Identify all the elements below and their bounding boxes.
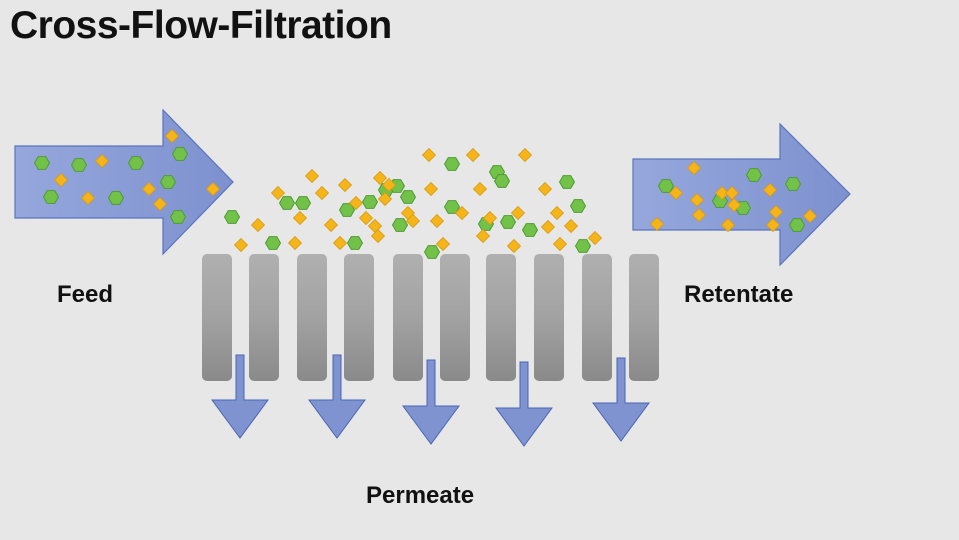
permeate-arrows — [211, 354, 650, 447]
feed-arrow — [14, 108, 234, 256]
slide-title: Cross-Flow-Filtration — [10, 4, 392, 47]
large-particle — [295, 196, 311, 210]
large-particle — [265, 236, 281, 250]
concentration-layer-particles — [224, 148, 602, 259]
small-particle — [466, 148, 480, 162]
large-particle — [224, 210, 240, 224]
membrane-segment — [534, 254, 564, 381]
large-particle — [559, 175, 575, 189]
small-particle — [476, 229, 490, 243]
large-particle — [160, 175, 176, 189]
large-particle — [785, 177, 801, 191]
permeate-arrow — [402, 359, 460, 445]
small-particle — [564, 219, 578, 233]
small-particle — [324, 218, 338, 232]
small-particle — [538, 182, 552, 196]
small-particle — [359, 211, 373, 225]
large-particle — [108, 191, 124, 205]
permeate-arrow — [308, 354, 366, 439]
large-particle — [34, 156, 50, 170]
small-particle — [550, 206, 564, 220]
small-particle — [436, 237, 450, 251]
feed-label: Feed — [57, 281, 114, 308]
permeate-arrow — [592, 357, 650, 442]
large-particle — [570, 199, 586, 213]
small-particle — [553, 237, 567, 251]
large-particle — [128, 156, 144, 170]
permeate-arrow — [495, 361, 553, 447]
large-particle — [658, 179, 674, 193]
small-particle — [588, 231, 602, 245]
large-particle — [71, 158, 87, 172]
membrane-segment — [344, 254, 374, 381]
membrane-segment — [582, 254, 612, 381]
retentate-label: Retentate — [684, 281, 794, 308]
large-particle — [362, 195, 378, 209]
small-particle — [305, 169, 319, 183]
small-particle — [315, 186, 329, 200]
large-particle — [43, 190, 59, 204]
membrane-segment — [486, 254, 516, 381]
large-particle — [522, 223, 538, 237]
large-particle — [392, 218, 408, 232]
large-particle — [400, 190, 416, 204]
small-particle — [333, 236, 347, 250]
retentate-arrow — [632, 122, 851, 267]
large-particle — [347, 236, 363, 250]
large-particle — [170, 210, 186, 224]
large-particle — [279, 196, 295, 210]
small-particle — [293, 211, 307, 225]
small-particle — [234, 238, 248, 252]
membrane-segment — [629, 254, 659, 381]
membrane-segment — [202, 254, 232, 381]
large-particle — [575, 239, 591, 253]
large-particle — [789, 218, 805, 232]
small-particle — [473, 182, 487, 196]
membrane-segment — [393, 254, 423, 381]
permeate-label: Permeate — [366, 482, 475, 509]
large-particle — [494, 174, 510, 188]
small-particle — [518, 148, 532, 162]
membrane-segment — [249, 254, 279, 381]
small-particle — [424, 182, 438, 196]
large-particle — [444, 157, 460, 171]
membrane-segment — [297, 254, 327, 381]
small-particle — [338, 178, 352, 192]
large-particle — [746, 168, 762, 182]
small-particle — [507, 239, 521, 253]
small-particle — [430, 214, 444, 228]
large-particle — [172, 147, 188, 161]
large-particle — [500, 215, 516, 229]
membrane — [202, 254, 659, 381]
small-particle — [422, 148, 436, 162]
membrane-segment — [440, 254, 470, 381]
large-particle — [424, 245, 440, 259]
permeate-arrow — [211, 354, 269, 439]
small-particle — [541, 220, 555, 234]
small-particle — [251, 218, 265, 232]
small-particle — [288, 236, 302, 250]
